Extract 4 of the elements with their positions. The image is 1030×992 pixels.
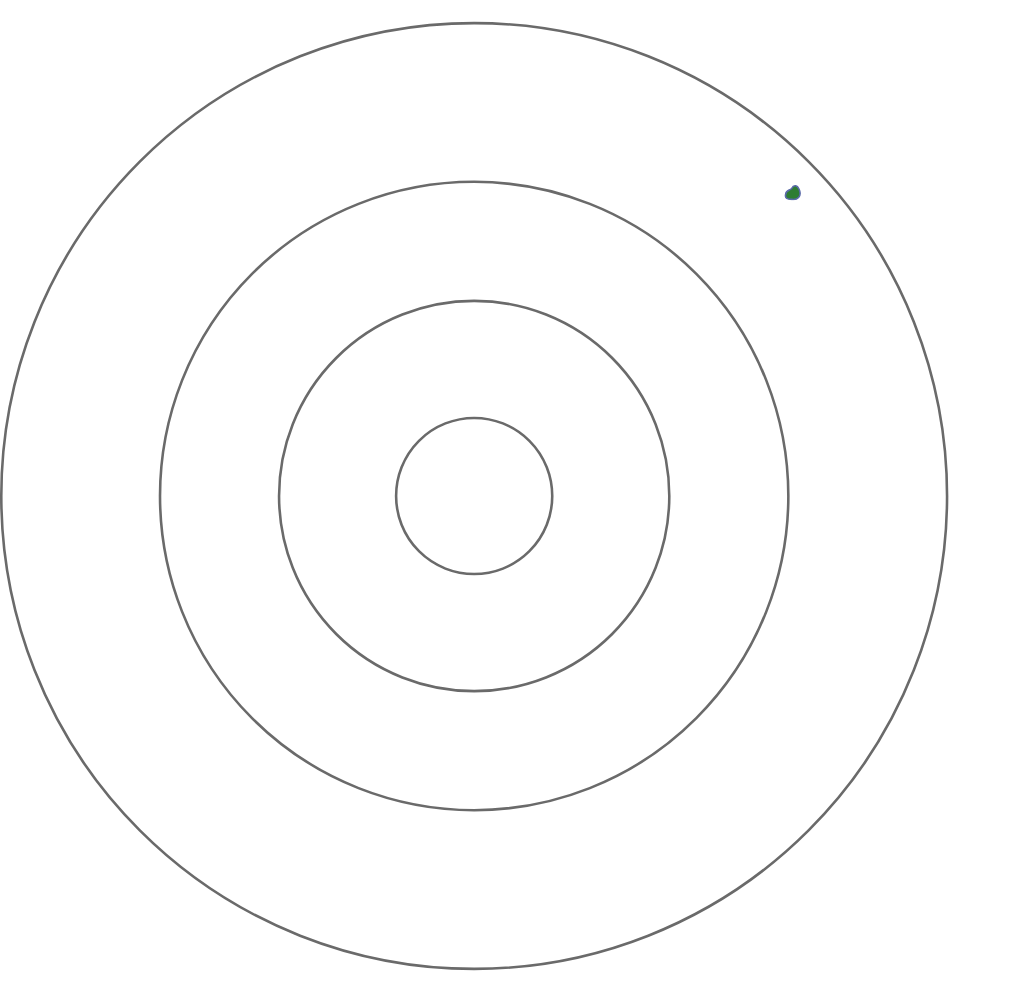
circle: [0, 21, 949, 971]
circle: [158, 180, 790, 812]
circle: [277, 299, 671, 693]
circle: [394, 416, 554, 576]
